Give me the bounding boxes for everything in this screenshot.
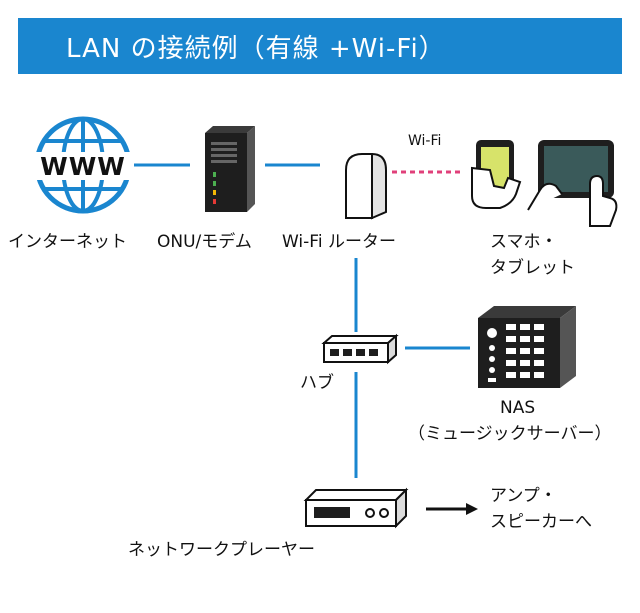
label-hub: ハブ	[300, 373, 334, 393]
label-onu-modem: ONU/モデム	[157, 232, 252, 252]
label-nas-subtitle: （ミュージックサーバー）	[408, 424, 612, 444]
label-amp-line2: スピーカーへ	[490, 512, 592, 532]
label-network-player: ネットワークプレーヤー	[128, 540, 315, 560]
label-nas: NAS	[500, 398, 536, 418]
phone-tablet-hands-icon	[471, 140, 618, 227]
wifi-link-label: Wi-Fi	[408, 133, 442, 149]
hub-icon	[321, 333, 399, 365]
globe-www-icon: WWW	[32, 116, 134, 214]
tower-modem-icon	[205, 126, 255, 212]
label-internet: インターネット	[8, 232, 127, 252]
globe-www-text: WWW	[40, 152, 126, 181]
arrow-player-amp	[426, 503, 478, 515]
title-banner: LAN の接続例（有線 +Wi-Fi）	[18, 18, 622, 74]
connections	[134, 163, 478, 515]
router-icon	[345, 152, 387, 220]
network-player-icon	[303, 487, 409, 529]
diagram-title: LAN の接続例（有線 +Wi-Fi）	[66, 34, 446, 64]
label-mobile-line2: タブレット	[490, 258, 575, 278]
label-router: Wi-Fi ルーター	[282, 232, 396, 252]
label-mobile-line1: スマホ・	[490, 232, 558, 252]
nas-server-icon	[478, 306, 576, 388]
label-amp-line1: アンプ・	[490, 486, 557, 506]
